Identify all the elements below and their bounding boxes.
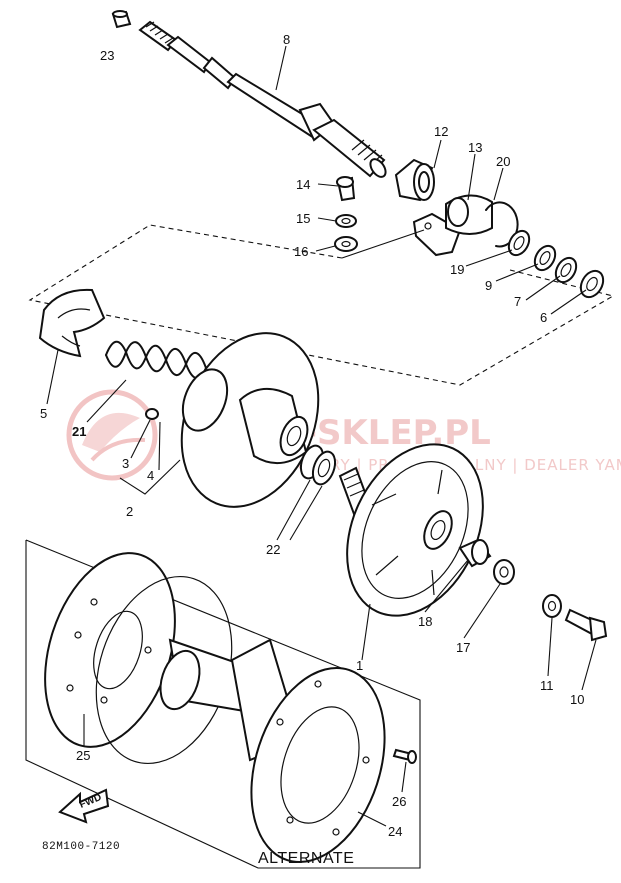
callout-10: 10 — [570, 692, 584, 707]
watermark-logo-icon — [66, 389, 158, 481]
part-20-circlip — [485, 201, 519, 248]
callout-18: 18 — [418, 614, 432, 629]
part-6-washer — [579, 269, 605, 299]
callout-1: 1 — [356, 658, 363, 673]
part-13-bracket — [412, 194, 493, 257]
part-17-washer — [493, 559, 515, 585]
part-1-fixed-sheave — [338, 443, 484, 617]
part-23-cap — [111, 10, 132, 29]
part-11-washer — [542, 594, 562, 618]
callout-9: 9 — [485, 278, 492, 293]
part-16-washer — [334, 236, 358, 252]
part-21-spring — [105, 340, 207, 379]
callout-5: 5 — [40, 406, 47, 421]
part-2-sliding-sheave — [180, 332, 320, 508]
watermark: YAMA-SKLEP.PL WODNE | SKUTERY | PROFESJO… — [66, 389, 621, 481]
group-outline-upper — [28, 224, 615, 386]
callout-16: 16 — [294, 244, 308, 259]
part-26-screw — [392, 748, 417, 764]
alternate-label: ALTERNATE — [258, 850, 354, 867]
callout-25: 25 — [76, 748, 90, 763]
callout-3: 3 — [122, 456, 129, 471]
callout-21: 21 — [72, 424, 86, 439]
callout-6: 6 — [540, 310, 547, 325]
callout-23: 23 — [100, 48, 114, 63]
part-10-bolt — [564, 608, 608, 642]
part-3-key — [145, 408, 159, 420]
callout-26: 26 — [392, 794, 406, 809]
part-15-washer — [335, 214, 357, 228]
callout-8: 8 — [283, 32, 290, 47]
callout-11: 11 — [540, 678, 554, 693]
drawing-code: 82M100-7120 — [42, 841, 120, 853]
part-19-washer — [507, 229, 531, 257]
part-9-washer — [533, 244, 557, 272]
callout-4: 4 — [147, 468, 154, 483]
callout-24: 24 — [388, 824, 402, 839]
callout-19: 19 — [450, 262, 464, 277]
leader-lines — [46, 45, 597, 827]
callout-12: 12 — [434, 124, 448, 139]
part-24-plate — [250, 666, 386, 864]
callout-2: 2 — [126, 504, 133, 519]
callout-22: 22 — [266, 542, 280, 557]
callout-20: 20 — [496, 154, 510, 169]
part-8-drive-shaft — [138, 20, 387, 178]
fwd-arrow-icon: FWD — [58, 788, 110, 824]
callout-7: 7 — [514, 294, 521, 309]
callouts: 8 23 12 13 20 14 15 16 19 9 7 6 5 21 3 4… — [40, 32, 584, 839]
part-7-washer — [554, 256, 578, 284]
part-14-bolt — [336, 176, 356, 202]
part-5-cam — [38, 288, 106, 358]
part-22-washers — [299, 444, 337, 486]
callout-14: 14 — [296, 177, 310, 192]
callout-17: 17 — [456, 640, 470, 655]
callout-13: 13 — [468, 140, 482, 155]
part-12-bearing — [394, 158, 435, 202]
callout-15: 15 — [296, 211, 310, 226]
